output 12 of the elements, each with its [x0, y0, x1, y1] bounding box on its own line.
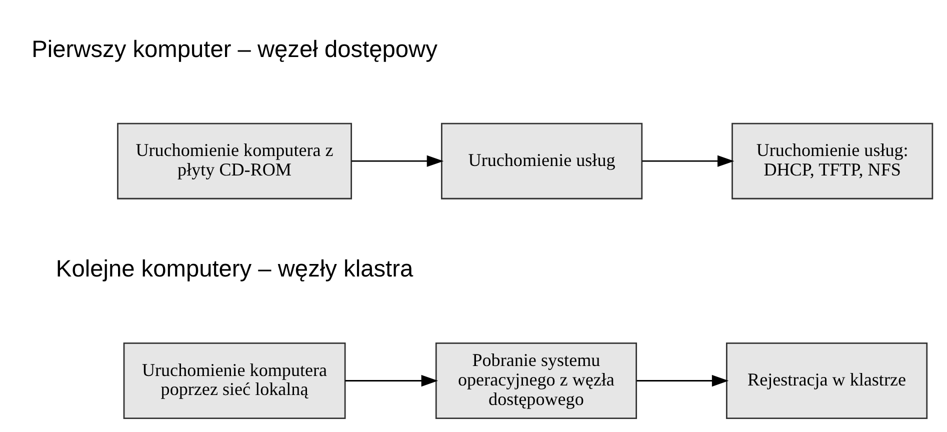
arrow [636, 374, 728, 387]
arrow [351, 155, 444, 167]
node-box: Rejestracja w klastrze [725, 342, 928, 419]
label: Kolejne komputery – węzły klastra [55, 256, 413, 283]
node-box: Pobranie systemu operacyjnego z węzła dostępowego [434, 342, 637, 419]
node-box: Uruchomienie komputera poprzez sieć lokalną [122, 342, 346, 419]
label: Pierwszy komputer – węzeł dostępowy [31, 36, 437, 63]
arrow [344, 374, 438, 387]
node-box: Uruchomienie komputera z płyty CD-ROM [116, 122, 352, 200]
node-box: Uruchomienie usług [440, 122, 642, 200]
arrow [642, 155, 734, 167]
node-box: Uruchomienie usług: DHCP, TFTP, NFS [731, 122, 933, 200]
